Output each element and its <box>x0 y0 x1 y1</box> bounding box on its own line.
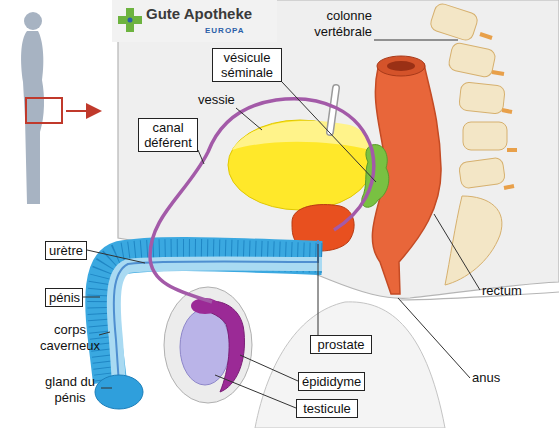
bladder-highlight <box>232 121 371 150</box>
urethra-canal <box>114 240 318 400</box>
part-label-box: urètre <box>45 241 87 260</box>
leader-line <box>87 250 145 263</box>
part-label-box: testicule <box>296 399 358 418</box>
part-name: testicule <box>300 401 354 416</box>
rectum-lumen <box>387 61 415 71</box>
ureter-outline <box>330 88 336 132</box>
part-name: pénis <box>49 290 79 305</box>
vertebra <box>458 157 505 189</box>
sacrum <box>445 196 502 285</box>
leader-line <box>236 108 262 130</box>
part-label: vessie <box>198 92 248 108</box>
part-label: rectum <box>482 283 542 299</box>
epididymis-organ <box>192 301 244 392</box>
part-name: prostate <box>314 337 368 352</box>
part-label: corps caverneux <box>38 322 102 354</box>
logo-subtext: EUROPA <box>205 25 265 36</box>
part-name: épididyme <box>302 374 361 389</box>
zoom-frame <box>26 98 62 123</box>
spongy-tissue <box>114 264 322 385</box>
leader-line <box>374 40 458 41</box>
part-label-box: pénis <box>45 288 83 307</box>
leader-line <box>215 375 296 408</box>
scrotum <box>164 287 252 403</box>
part-label-box: vésicule séminale <box>212 48 282 82</box>
rectum-opening <box>377 56 425 76</box>
logo-cross <box>118 8 142 32</box>
leader-line <box>101 388 112 389</box>
vertebra <box>463 122 507 150</box>
logo-star <box>128 18 133 23</box>
vertebra <box>448 42 497 79</box>
part-label-box: canal déférent <box>138 118 198 152</box>
leader-line <box>198 150 204 164</box>
leader-line <box>240 355 298 381</box>
part-label: anus <box>472 370 522 386</box>
part-label: gland du pénis <box>38 374 102 406</box>
part-label-box: prostate <box>310 335 372 354</box>
buttock-line <box>400 292 559 300</box>
silhouette-body <box>21 31 44 204</box>
part-name: urètre <box>49 243 83 258</box>
leader-line <box>398 298 470 378</box>
zoom-arrow <box>66 110 98 112</box>
leader-line <box>282 82 376 182</box>
logo-background <box>112 0 277 42</box>
glans <box>95 375 143 409</box>
bladder-organ <box>228 120 372 210</box>
logo-text: Gute Apotheke <box>146 5 276 23</box>
silhouette-head <box>24 12 42 30</box>
part-name: vésicule séminale <box>216 50 278 80</box>
vertebra <box>459 82 506 114</box>
part-label-box: épididyme <box>298 372 365 391</box>
vertebral-disc <box>480 34 517 188</box>
vertebra <box>429 2 479 42</box>
leader-line <box>434 214 480 290</box>
thigh <box>255 302 445 428</box>
leader-line <box>318 244 319 335</box>
part-name: canal déférent <box>142 120 194 150</box>
part-label: colonne vertébrale <box>294 8 372 40</box>
leader-line <box>99 332 110 335</box>
leader-line <box>83 297 100 298</box>
ureter <box>330 88 336 132</box>
